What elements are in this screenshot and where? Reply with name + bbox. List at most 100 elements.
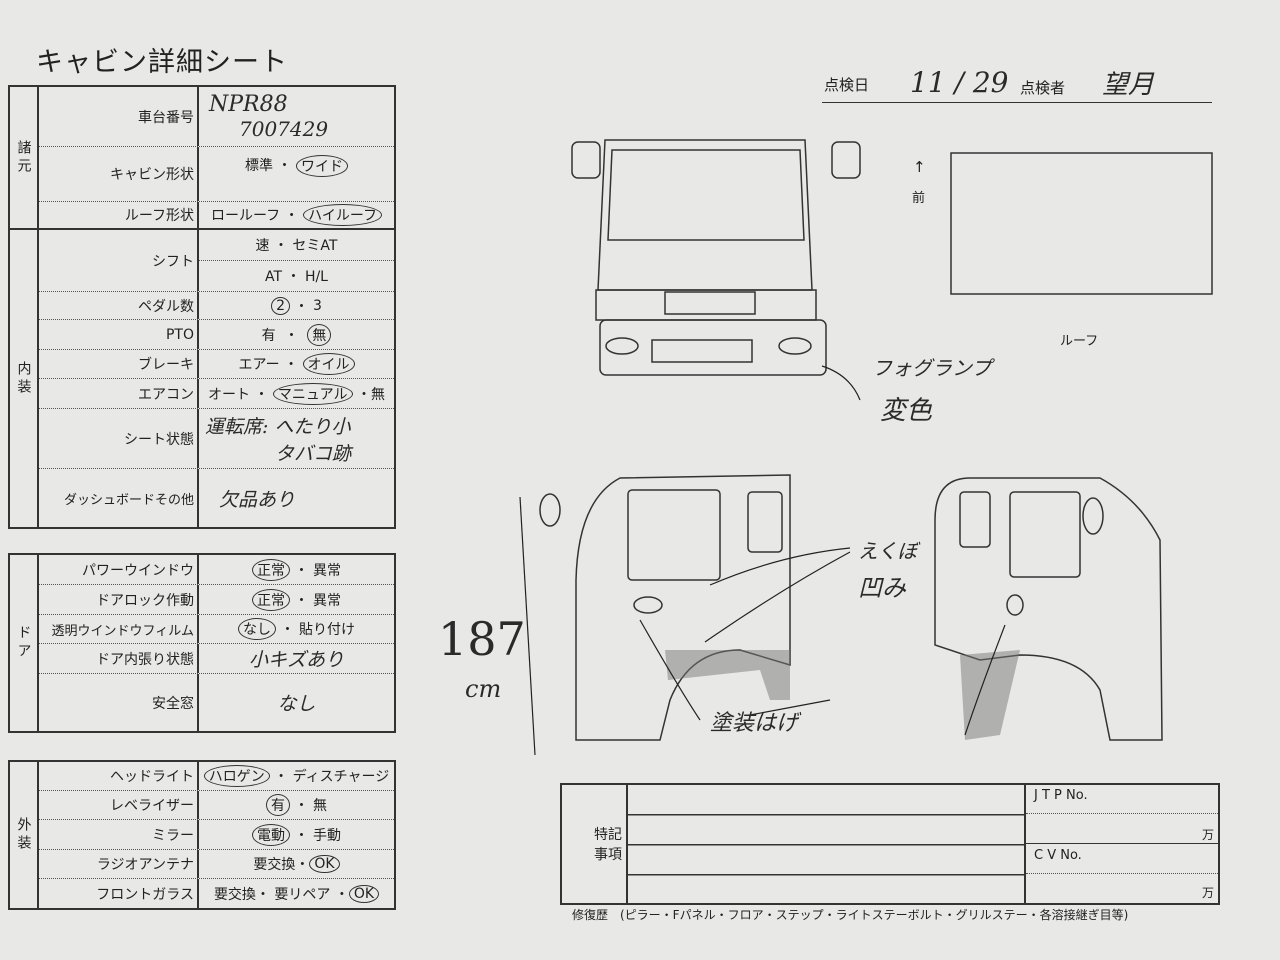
row-radio-antenna: ラジオアンテナ要交換・OK [39, 850, 394, 879]
row-label: ドアロック作動 [39, 585, 199, 614]
option-selected: 2 [271, 296, 291, 315]
option-selected: ハイルーフ [303, 204, 382, 226]
left-side-view-drawing [539, 474, 791, 741]
option-selected: 電動 [252, 823, 291, 846]
section-interior: 内装 [10, 230, 39, 527]
remarks-label: 特記事項 [562, 785, 628, 903]
option: 要交換 [253, 857, 296, 873]
row-headlight: ヘッドライトハロゲン ・ ディスチャージ [39, 762, 394, 791]
dent-note-2: 凹み [858, 574, 906, 602]
jtp-unit: 万 [1026, 814, 1218, 844]
row-label: パワーウインドウ [39, 555, 199, 584]
option: エアー [238, 357, 280, 373]
option-selected: OK [309, 855, 340, 873]
row-power-window: パワーウインドウ正常 ・ 異常 [39, 555, 394, 585]
remarks-table: 特記事項 J T P No. 万 C V No. 万 [560, 783, 1220, 905]
fog-lamp-discolor-note: 変色 [880, 396, 933, 426]
row-label: ブレーキ [39, 350, 199, 378]
right-side-view-drawing [934, 477, 1163, 741]
section-exterior: 外装 [10, 762, 39, 908]
inspector-value: 望月 [1102, 70, 1155, 100]
chassis-serial: 7007429 [239, 117, 329, 141]
row-mirror: ミラー電動 ・ 手動 [39, 820, 394, 850]
paint-peel-note: 塗装はげ [710, 711, 799, 736]
row-dashboard: ダッシュボードその他欠品あり [39, 469, 394, 527]
fog-lamp-note: フォグランプ [872, 356, 992, 380]
option-selected: オイル [302, 353, 355, 375]
option-selected: ハロゲン [203, 765, 270, 787]
exterior-table: 外装 ヘッドライトハロゲン ・ ディスチャージ レベライザー有 ・ 無 ミラー 電… [8, 760, 396, 910]
cv-number-label: C V No. [1026, 844, 1218, 874]
row-door-lock: ドアロック作動正常 ・ 異常 [39, 585, 394, 615]
row-label: ペダル数 [39, 292, 199, 319]
option-selected: 無 [307, 323, 332, 346]
option: 標準 [245, 158, 274, 174]
row-door-trim: ドア内張り状態 小キズあり [39, 644, 394, 674]
option: 無 [312, 798, 327, 814]
roof-label: ルーフ [1060, 334, 1099, 349]
row-leveler: レベライザー有 ・ 無 [39, 791, 394, 820]
row-label: ルーフ形状 [39, 202, 199, 228]
annotation-leader-lines [519, 365, 1006, 756]
row-safety-window: 安全窓なし [39, 674, 394, 731]
front-label: 前 [912, 191, 926, 206]
dashboard-note: 欠品あり [219, 488, 296, 511]
option: 無 [370, 386, 385, 403]
seat-note-1: 運転席: へたり小 [205, 415, 351, 438]
option-selected: マニュアル [272, 382, 353, 405]
roof-box [950, 152, 1213, 295]
row-shift: シフト速 ・ セミAT AT ・ H/L [39, 230, 394, 292]
inspection-header: 点検日 11 / 29 点検者 望月 [822, 66, 1212, 103]
option: オート [208, 386, 251, 403]
option: ディスチャージ [292, 769, 390, 785]
option: 異常 [312, 562, 341, 579]
shift-options-2: AT ・ H/L [265, 269, 328, 285]
row-label: フロントガラス [39, 879, 199, 908]
row-label: PTO [39, 320, 199, 349]
height-value: 187 [438, 612, 526, 666]
option-selected: OK [348, 884, 380, 903]
shift-options-1: 速 ・ セミAT [199, 230, 394, 261]
cv-unit: 万 [1201, 886, 1214, 900]
row-label: ドア内張り状態 [39, 644, 199, 673]
option: 3 [312, 297, 322, 314]
seat-note-2: タバコ跡 [275, 442, 352, 465]
row-label: エアコン [39, 379, 199, 408]
row-label: 車台番号 [39, 87, 199, 146]
height-unit: cm [465, 675, 502, 703]
remarks-notes-area[interactable] [628, 785, 1026, 903]
option: 有 [261, 327, 276, 344]
row-roof-shape: ルーフ形状ロールーフ ・ ハイルーフ [39, 202, 394, 230]
option-selected: ワイド [295, 155, 348, 177]
door-table: ドア パワーウインドウ正常 ・ 異常 ドアロック作動正常 ・ 異常 透明ウインド… [8, 553, 396, 733]
row-aircon: エアコンオート ・ マニュアル ・無 [39, 379, 394, 409]
door-trim-note: 小キズあり [248, 649, 344, 671]
option: 要リペア [274, 886, 331, 903]
option-selected: 正常 [252, 588, 291, 611]
option: ロールーフ [211, 208, 281, 224]
option: 異常 [312, 592, 341, 609]
row-label: 透明ウインドウフィルム [39, 615, 199, 643]
front-arrow-icon: ↑ [913, 158, 926, 176]
sheet-title: キャビン詳細シート [36, 47, 288, 78]
option: 貼り付け [298, 622, 355, 638]
option: 手動 [312, 827, 341, 844]
row-window-film: 透明ウインドウフィルムなし ・ 貼り付け [39, 615, 394, 644]
date-label: 点検日 [824, 76, 870, 94]
row-label: ダッシュボードその他 [39, 469, 199, 527]
dent-note: えくぼ [858, 539, 918, 563]
row-label: シート状態 [39, 409, 199, 468]
row-label: ミラー [39, 820, 199, 849]
safety-window-note: なし [277, 693, 316, 715]
row-seat-condition: シート状態運転席: へたり小タバコ跡 [39, 409, 394, 469]
remarks-label-text: 特記事項 [594, 827, 622, 863]
row-brake: ブレーキエアー ・ オイル [39, 350, 394, 379]
row-label: シフト [39, 230, 199, 291]
row-label: ヘッドライト [39, 762, 199, 790]
row-label: レベライザー [39, 791, 199, 819]
section-door: ドア [10, 555, 39, 731]
